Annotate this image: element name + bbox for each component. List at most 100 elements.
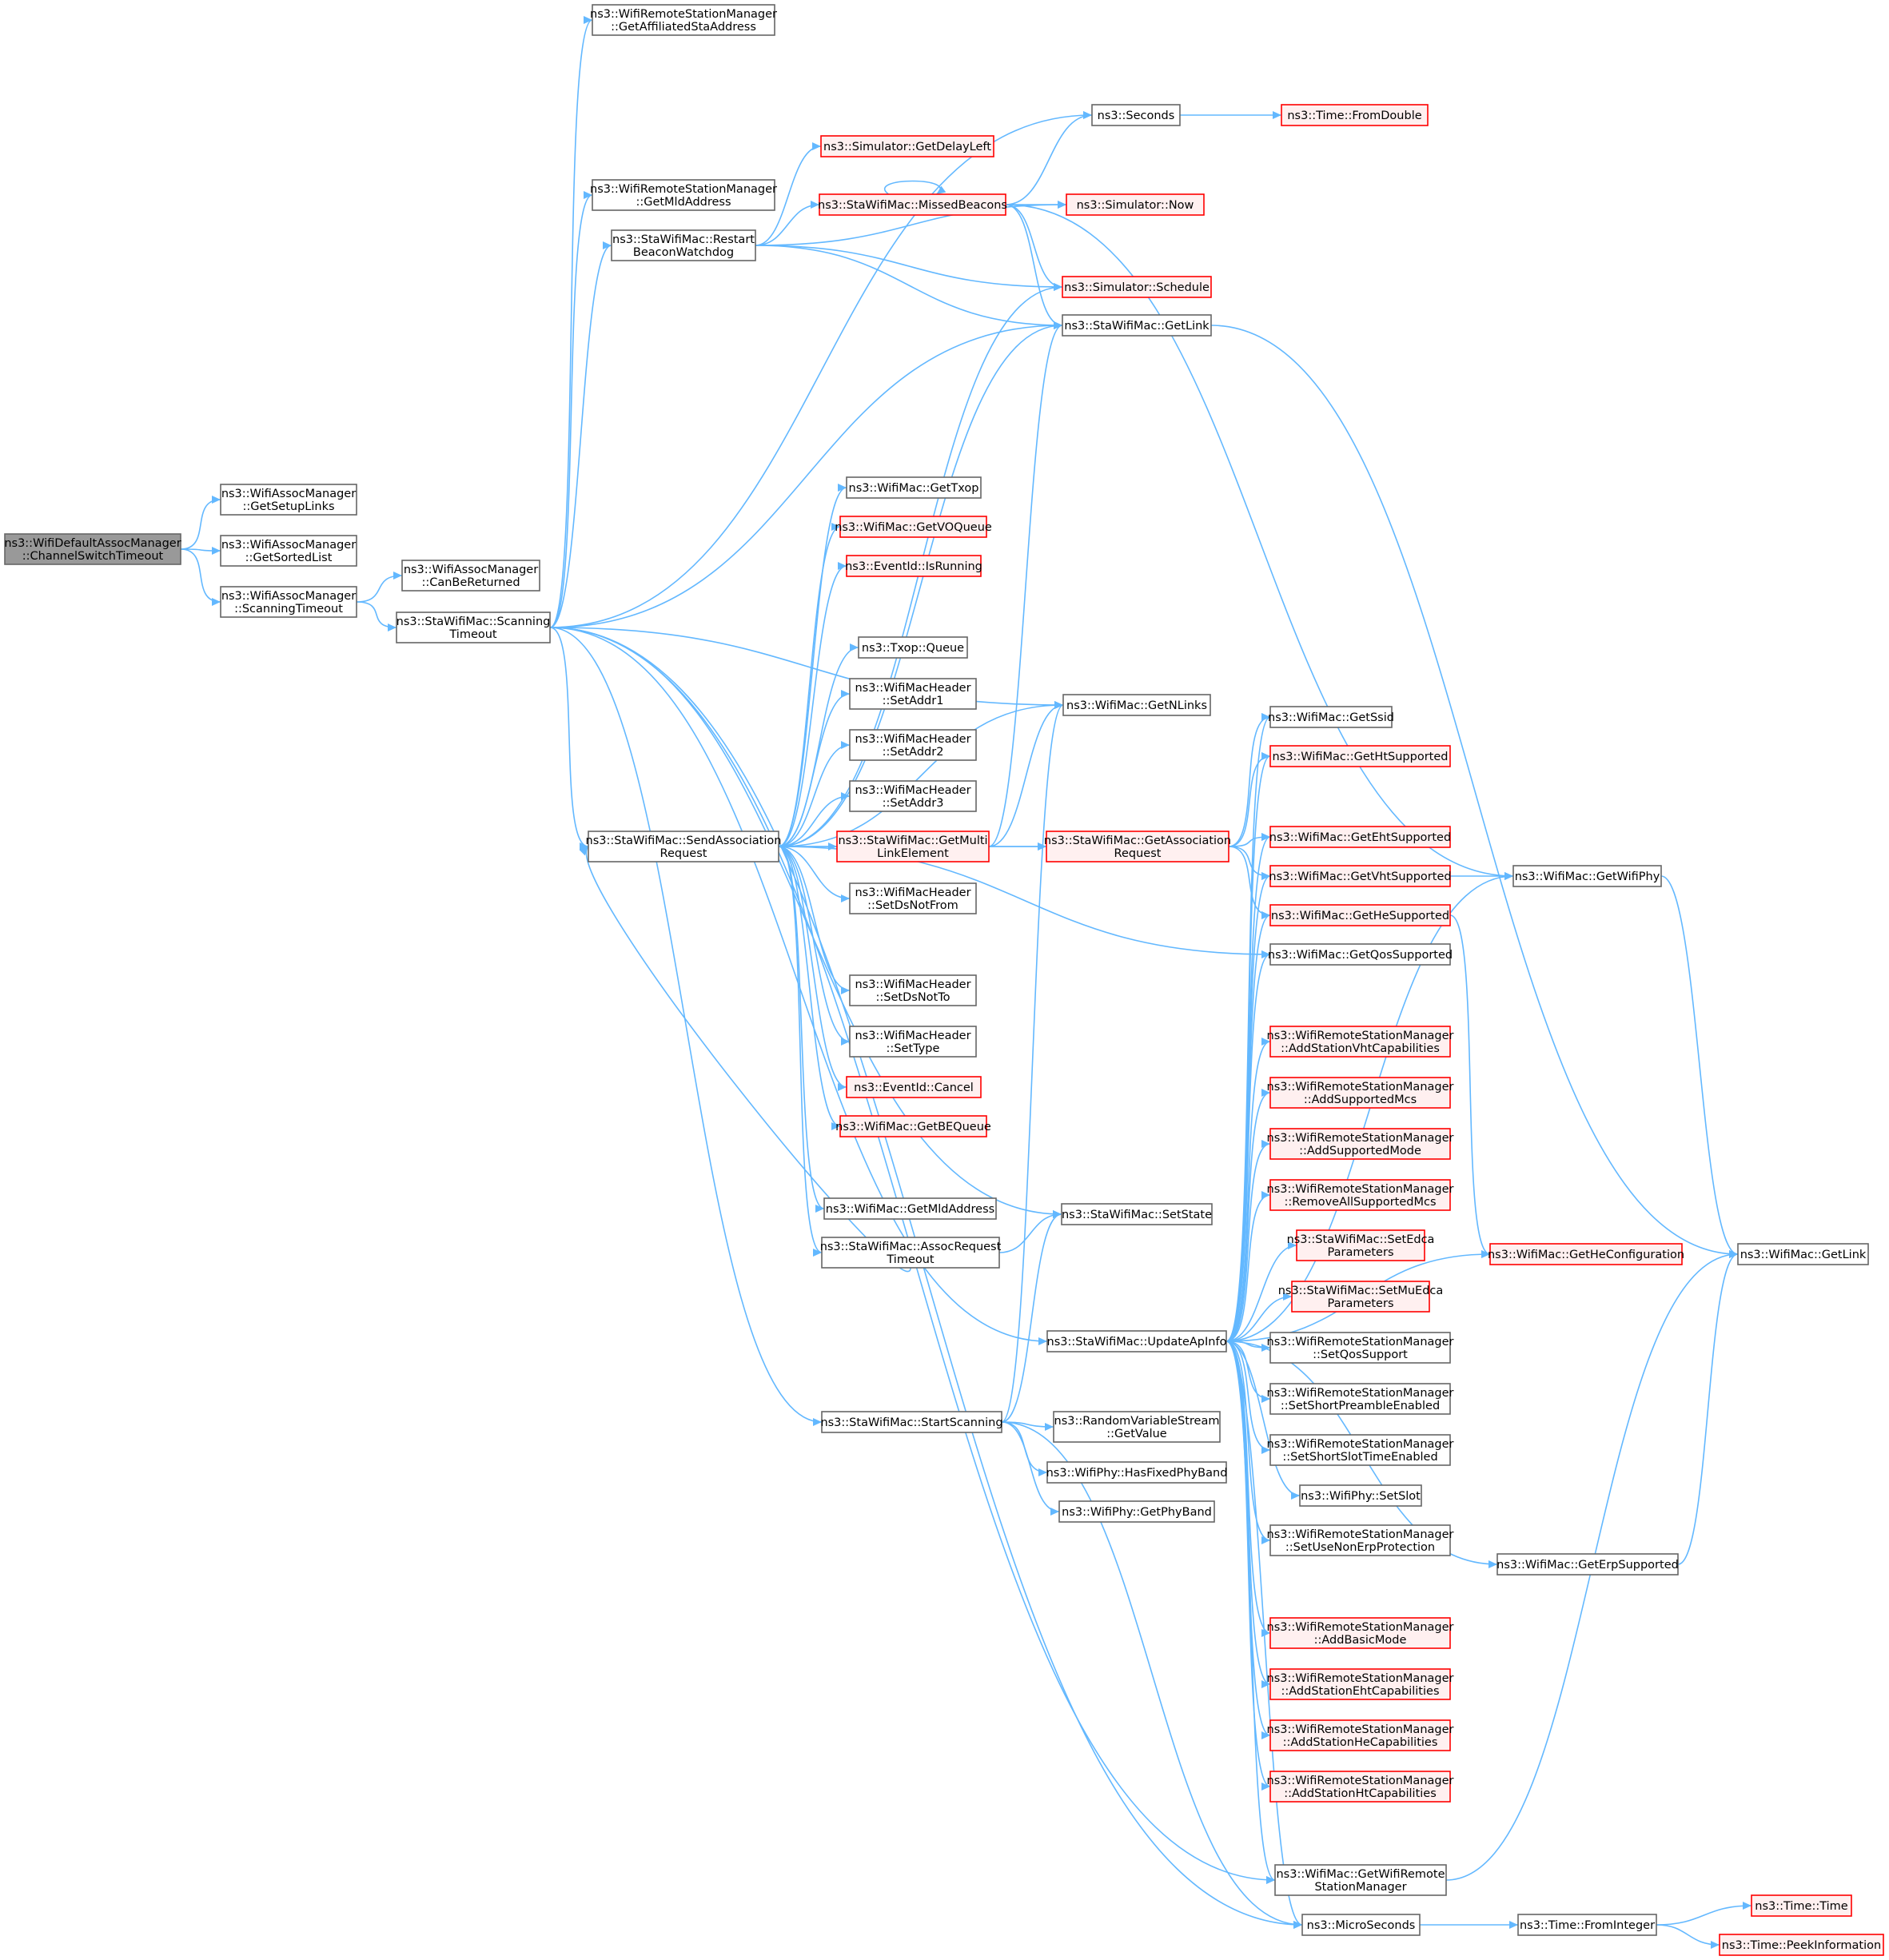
- node-getQosSupported[interactable]: ns3::WifiMac::GetQosSupported: [1268, 943, 1453, 966]
- node-macGetMldAddress[interactable]: ns3::WifiMac::GetMldAddress: [823, 1197, 997, 1220]
- node-root[interactable]: ns3::WifiDefaultAssocManager::ChannelSwi…: [4, 533, 181, 565]
- node-getWifiPhy[interactable]: ns3::WifiMac::GetWifiPhy: [1512, 865, 1662, 887]
- node-isRunning[interactable]: ns3::EventId::IsRunning: [845, 555, 982, 577]
- node-getAffiliatedSta[interactable]: ns3::WifiRemoteStationManager::GetAffili…: [590, 4, 777, 36]
- node-simNow[interactable]: ns3::Simulator::Now: [1066, 193, 1205, 216]
- node-setNonErp[interactable]: ns3::WifiRemoteStationManager::SetUseNon…: [1267, 1524, 1454, 1556]
- node-getPhyBand[interactable]: ns3::WifiPhy::GetPhyBand: [1058, 1500, 1215, 1523]
- node-setDsNotTo[interactable]: ns3::WifiMacHeader::SetDsNotTo: [849, 974, 977, 1006]
- node-getSetupLinks[interactable]: ns3::WifiAssocManager::GetSetupLinks: [220, 484, 357, 516]
- node-getEhtSupported[interactable]: ns3::WifiMac::GetEhtSupported: [1269, 826, 1451, 848]
- node-box: [1489, 1243, 1683, 1265]
- node-setType[interactable]: ns3::WifiMacHeader::SetType: [849, 1026, 977, 1058]
- node-peekInfo[interactable]: ns3::Time::PeekInformation: [1719, 1934, 1884, 1956]
- node-setShortPreamble[interactable]: ns3::WifiRemoteStationManager::SetShortP…: [1267, 1383, 1454, 1415]
- node-label: ns3::WifiAssocManager: [221, 590, 356, 603]
- node-updateApInfo[interactable]: ns3::StaWifiMac::UpdateApInfo: [1046, 1330, 1227, 1352]
- node-label: ns3::RandomVariableStream: [1054, 1415, 1220, 1428]
- node-label: Timeout: [448, 628, 497, 641]
- node-box: [1058, 1500, 1215, 1523]
- node-setQosSupport[interactable]: ns3::WifiRemoteStationManager::SetQosSup…: [1267, 1332, 1454, 1364]
- node-getErpSupported[interactable]: ns3::WifiMac::GetErpSupported: [1496, 1553, 1679, 1576]
- node-microSeconds[interactable]: ns3::MicroSeconds: [1301, 1914, 1421, 1936]
- node-label: ns3::StaWifiMac::Restart: [612, 233, 755, 246]
- node-box: [220, 586, 357, 618]
- node-box: [1046, 1330, 1227, 1352]
- edge-updateApInfo-to-getHtSupported: [1225, 752, 1271, 1342]
- node-removeAllMcs[interactable]: ns3::WifiRemoteStationManager::RemoveAll…: [1267, 1179, 1454, 1211]
- node-getSsid[interactable]: ns3::WifiMac::GetSsid: [1268, 706, 1394, 728]
- node-label: ns3::WifiMac::GetVhtSupported: [1269, 870, 1451, 883]
- node-label: ns3::WifiMac::GetLink: [1740, 1249, 1867, 1261]
- node-getDelayLeft[interactable]: ns3::Simulator::GetDelayLeft: [820, 135, 994, 157]
- node-setDsNotFrom[interactable]: ns3::WifiMacHeader::SetDsNotFrom: [849, 882, 977, 914]
- node-box: [836, 831, 990, 862]
- node-box: [1269, 1077, 1451, 1109]
- node-simSchedule[interactable]: ns3::Simulator::Schedule: [1062, 276, 1212, 298]
- node-getTxop[interactable]: ns3::WifiMac::GetTxop: [846, 476, 982, 499]
- node-label: ns3::StaWifiMac::Scanning: [397, 615, 551, 628]
- node-getSortedList[interactable]: ns3::WifiAssocManager::GetSortedList: [220, 535, 357, 567]
- node-label: ns3::WifiRemoteStationManager: [1267, 1621, 1454, 1634]
- node-label: ns3::Simulator::Schedule: [1064, 281, 1210, 294]
- edge-staScanningTimeout-to-staGetLink: [549, 321, 1063, 628]
- node-getHtSupported[interactable]: ns3::WifiMac::GetHtSupported: [1269, 745, 1451, 767]
- node-rsmGetMldAddress[interactable]: ns3::WifiRemoteStationManager::GetMldAdd…: [590, 179, 777, 211]
- node-setAddr1[interactable]: ns3::WifiMacHeader::SetAddr1: [849, 678, 977, 710]
- node-txopQueue[interactable]: ns3::Txop::Queue: [858, 636, 968, 659]
- node-addHeCaps[interactable]: ns3::WifiRemoteStationManager::AddStatio…: [1267, 1719, 1454, 1751]
- node-eventCancel[interactable]: ns3::EventId::Cancel: [846, 1076, 982, 1098]
- node-setAddr3[interactable]: ns3::WifiMacHeader::SetAddr3: [849, 780, 977, 812]
- node-box: [1517, 1914, 1657, 1936]
- node-hasFixedPhyBand[interactable]: ns3::WifiPhy::HasFixedPhyBand: [1046, 1461, 1228, 1484]
- node-setAddr2[interactable]: ns3::WifiMacHeader::SetAddr2: [849, 729, 977, 761]
- node-macGetLink[interactable]: ns3::WifiMac::GetLink: [1737, 1243, 1869, 1265]
- edge-assocScanningTimeout-to-canBeReturned: [356, 572, 403, 603]
- node-addEhtCaps[interactable]: ns3::WifiRemoteStationManager::AddStatio…: [1267, 1668, 1454, 1700]
- node-staGetLink[interactable]: ns3::StaWifiMac::GetLink: [1062, 314, 1212, 337]
- node-getNLinks[interactable]: ns3::WifiMac::GetNLinks: [1062, 694, 1211, 716]
- edge-sendAssoc-to-setDsNotTo: [778, 846, 851, 994]
- node-fromInteger[interactable]: ns3::Time::FromInteger: [1517, 1914, 1657, 1936]
- node-setShortSlot[interactable]: ns3::WifiRemoteStationManager::SetShortS…: [1267, 1434, 1454, 1466]
- node-getHeSupported[interactable]: ns3::WifiMac::GetHeSupported: [1269, 904, 1451, 926]
- edge-fromInteger-to-peekInfo: [1656, 1924, 1720, 1949]
- node-box: [849, 1026, 977, 1058]
- node-label: ::AddStationHeCapabilities: [1283, 1736, 1438, 1749]
- node-getVhtSupported[interactable]: ns3::WifiMac::GetVhtSupported: [1269, 865, 1452, 887]
- node-label: ns3::WifiRemoteStationManager: [1267, 1030, 1454, 1042]
- node-getVOQueue[interactable]: ns3::WifiMac::GetVOQueue: [835, 516, 992, 538]
- node-addSupportedMcs[interactable]: ns3::WifiRemoteStationManager::AddSuppor…: [1267, 1077, 1454, 1109]
- node-rvsGetValue[interactable]: ns3::RandomVariableStream::GetValue: [1053, 1411, 1221, 1443]
- node-addBasicMode[interactable]: ns3::WifiRemoteStationManager::AddBasicM…: [1267, 1617, 1454, 1649]
- node-box: [1062, 694, 1211, 716]
- edge-staScanningTimeout-to-getAffiliatedSta: [549, 16, 593, 628]
- node-missedBeacons[interactable]: ns3::StaWifiMac::MissedBeacons: [818, 193, 1007, 216]
- node-seconds[interactable]: ns3::Seconds: [1091, 104, 1181, 126]
- node-addHtCaps[interactable]: ns3::WifiRemoteStationManager::AddStatio…: [1267, 1771, 1454, 1803]
- node-staScanningTimeout[interactable]: ns3::StaWifiMac::ScanningTimeout: [396, 612, 551, 643]
- node-addSupportedMode[interactable]: ns3::WifiRemoteStationManager::AddSuppor…: [1267, 1128, 1454, 1160]
- node-addVhtCaps[interactable]: ns3::WifiRemoteStationManager::AddStatio…: [1267, 1026, 1454, 1058]
- node-getHeConfig[interactable]: ns3::WifiMac::GetHeConfiguration: [1488, 1243, 1684, 1265]
- node-phySetSlot[interactable]: ns3::WifiPhy::SetSlot: [1299, 1484, 1422, 1507]
- node-assocScanningTimeout[interactable]: ns3::WifiAssocManager::ScanningTimeout: [220, 586, 357, 618]
- node-canBeReturned[interactable]: ns3::WifiAssocManager::CanBeReturned: [401, 560, 540, 592]
- node-startScanning[interactable]: ns3::StaWifiMac::StartScanning: [820, 1411, 1003, 1433]
- node-getBEQueue[interactable]: ns3::WifiMac::GetBEQueue: [835, 1115, 991, 1137]
- node-box: [1269, 1617, 1451, 1649]
- node-box: [1512, 865, 1662, 887]
- node-label: ::SetDsNotTo: [876, 991, 950, 1004]
- node-getRsm[interactable]: ns3::WifiMac::GetWifiRemoteStationManage…: [1274, 1864, 1447, 1896]
- edge-sendAssoc-to-getBEQueue: [778, 846, 841, 1130]
- node-fromDouble[interactable]: ns3::Time::FromDouble: [1281, 104, 1429, 126]
- node-timeTime[interactable]: ns3::Time::Time: [1751, 1894, 1852, 1917]
- node-setState[interactable]: ns3::StaWifiMac::SetState: [1061, 1203, 1213, 1225]
